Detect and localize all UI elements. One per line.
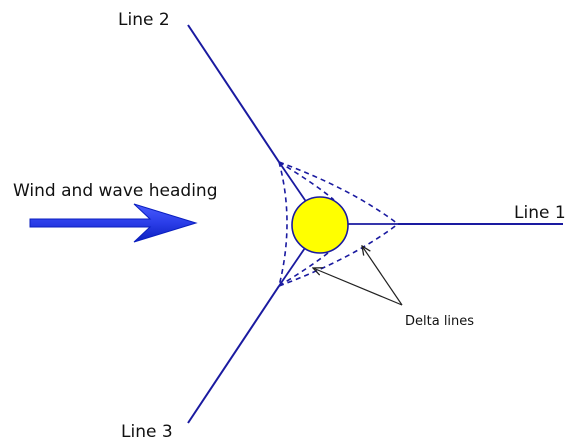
mooring-line-2 bbox=[187, 24, 280, 163]
buoy-icon bbox=[291, 196, 349, 254]
label-delta-lines: Delta lines bbox=[405, 314, 474, 329]
label-line-2: Line 2 bbox=[118, 10, 170, 30]
bridle-segment-2 bbox=[278, 161, 308, 204]
mooring-line-3 bbox=[187, 285, 280, 424]
label-line-3: Line 3 bbox=[121, 422, 173, 441]
delta-pointer-left bbox=[313, 268, 403, 306]
delta-pointer-right bbox=[362, 246, 403, 306]
label-line-1: Line 1 bbox=[514, 203, 566, 223]
bridle-segment-3 bbox=[278, 244, 308, 287]
label-wind-heading: Wind and wave heading bbox=[13, 181, 218, 201]
wind-arrow-icon bbox=[29, 203, 198, 243]
delta-lines bbox=[278, 161, 399, 287]
